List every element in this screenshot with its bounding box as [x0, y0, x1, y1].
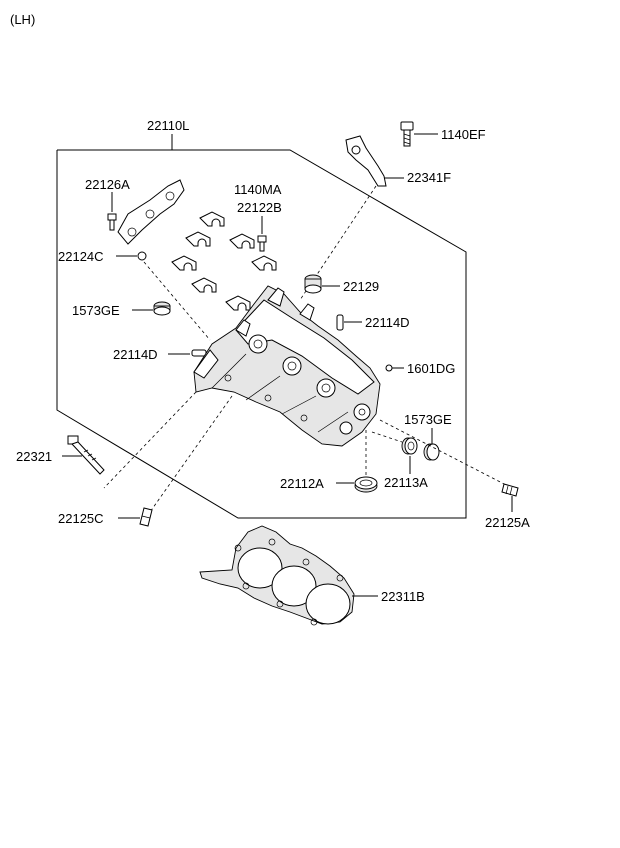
cap-22129-part [304, 274, 322, 294]
label-22129[interactable]: 22129 [343, 279, 379, 294]
dash-22321 [103, 391, 197, 489]
stud-22125C-part [139, 507, 153, 527]
label-1573GE-left[interactable]: 1573GE [72, 303, 120, 318]
label-22124C[interactable]: 22124C [58, 249, 104, 264]
label-1140EF[interactable]: 1140EF [441, 127, 486, 142]
head-gasket-22311B-part [199, 525, 355, 626]
hanger-bracket-22341F-part [345, 135, 387, 187]
plug-1573GE-right-part [423, 443, 440, 461]
label-1601DG[interactable]: 1601DG [407, 361, 455, 376]
label-22341F[interactable]: 22341F [407, 170, 451, 185]
label-22311B[interactable]: 22311B [381, 589, 425, 604]
dowel-22114D-left-part [191, 349, 207, 357]
bolt-22122B-part [257, 235, 267, 252]
dash-22124C [143, 261, 211, 341]
label-22114D-right[interactable]: 22114D [365, 315, 410, 330]
label-22114D-left[interactable]: 22114D [113, 347, 158, 362]
label-22122B[interactable]: 22122B [237, 200, 282, 215]
label-22321[interactable]: 22321 [16, 449, 52, 464]
view-label: (LH) [10, 12, 35, 27]
label-22125C[interactable]: 22125C [58, 511, 104, 526]
label-1140MA[interactable]: 1140MA [234, 182, 282, 197]
plug-1601DG-part [385, 364, 393, 372]
cam-bracket-22126A-part [117, 179, 185, 245]
seal-22113A-part [401, 437, 418, 455]
label-22125A[interactable]: 22125A [485, 515, 530, 530]
dash-22125A [379, 419, 509, 487]
label-1573GE-right[interactable]: 1573GE [404, 412, 452, 427]
label-22126A[interactable]: 22126A [85, 177, 130, 192]
label-22110L[interactable]: 22110L [147, 118, 189, 133]
dash-22125C [149, 395, 233, 513]
bolt-22321-part [67, 435, 105, 475]
cam-caps [171, 211, 277, 311]
assembly-frame [56, 149, 467, 519]
label-22112A[interactable]: 22112A [280, 476, 324, 491]
dowel-22114D-right-part [336, 314, 344, 331]
dash-22113A [371, 431, 403, 443]
stud-22125A-part [501, 483, 519, 497]
plug-22124C-part [137, 251, 147, 261]
bolt-22126A-part [107, 213, 117, 231]
bolt-1140EF-part [400, 121, 414, 147]
plug-1573GE-left-part [153, 301, 171, 316]
seal-22112A-part [354, 476, 378, 493]
cylinder-head-part [193, 285, 381, 447]
label-22113A[interactable]: 22113A [384, 475, 428, 490]
